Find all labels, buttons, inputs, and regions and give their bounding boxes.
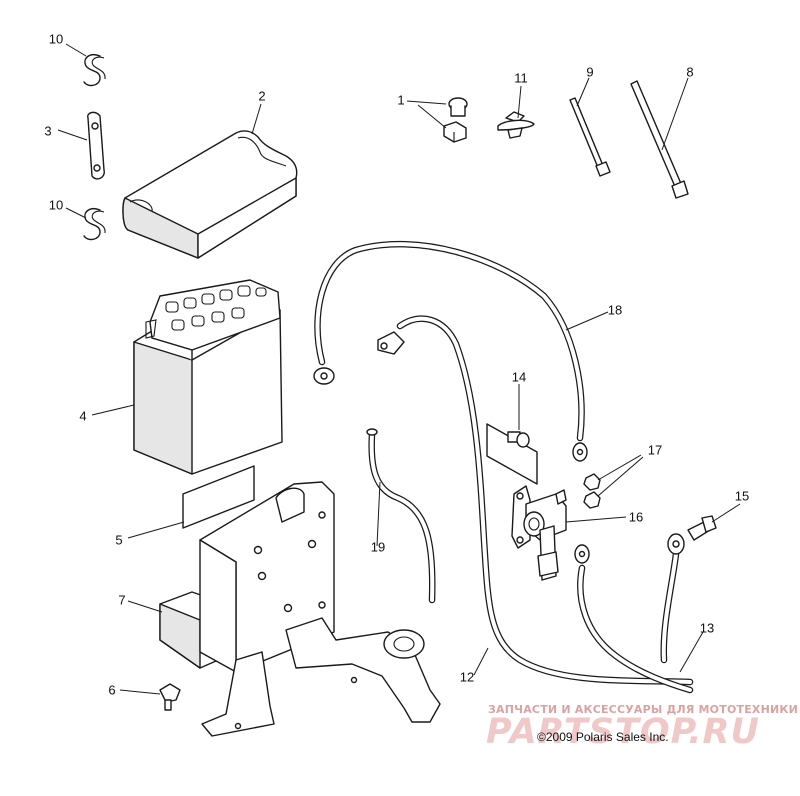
- battery-cover: [122, 130, 298, 259]
- battery: [133, 279, 283, 475]
- cable-tie-9: [569, 97, 611, 177]
- leader-lines: [57, 43, 741, 695]
- cable-18: [313, 240, 588, 462]
- copyright-notice: ©2009 Polaris Sales Inc.: [537, 730, 669, 744]
- battery-tray: [159, 481, 441, 737]
- callout-18: 18: [607, 302, 623, 318]
- bolt-and-nut-1: [443, 97, 468, 143]
- callout-2: 2: [258, 88, 266, 104]
- callout-16: 16: [628, 509, 644, 525]
- solenoid-16: [511, 485, 567, 581]
- callout-4: 4: [79, 408, 87, 424]
- callout-6: 6: [108, 682, 116, 698]
- callout-8: 8: [686, 64, 694, 80]
- cable-tie-8: [630, 80, 689, 199]
- watermark-tagline: ЗАПЧАСТИ И АКСЕССУАРЫ ДЛЯ МОТОТЕХНИКИ: [488, 703, 798, 716]
- callout-3: 3: [44, 123, 52, 139]
- callout-15: 15: [734, 488, 750, 504]
- callout-19: 19: [370, 539, 386, 555]
- callout-5: 5: [115, 532, 123, 548]
- bolt-14: [486, 423, 538, 485]
- cable-13: [574, 533, 694, 694]
- callout-1: 1: [397, 92, 405, 108]
- hook-clip-top: [83, 54, 106, 87]
- callout-13: 13: [699, 620, 715, 636]
- bolt-15: [687, 515, 717, 541]
- warning-decal: [182, 465, 255, 529]
- hook-clip-bottom: [83, 208, 106, 241]
- callout-11: 11: [514, 70, 528, 86]
- callout-14: 14: [511, 369, 527, 385]
- callout-10-bottom: 10: [48, 197, 64, 213]
- callout-7: 7: [118, 592, 126, 608]
- callout-9: 9: [586, 64, 594, 80]
- nuts-17: [583, 473, 601, 509]
- callout-12: 12: [459, 669, 475, 685]
- battery-strap: [87, 111, 105, 180]
- vent-tube-19: [366, 428, 436, 604]
- cable-12: [377, 315, 694, 686]
- push-clip-11: [497, 111, 535, 139]
- callout-17: 17: [647, 442, 663, 458]
- callout-10-top: 10: [48, 31, 64, 47]
- watermark-logo: PARTSTOP.RU: [486, 712, 760, 752]
- bolt-6: [159, 683, 181, 711]
